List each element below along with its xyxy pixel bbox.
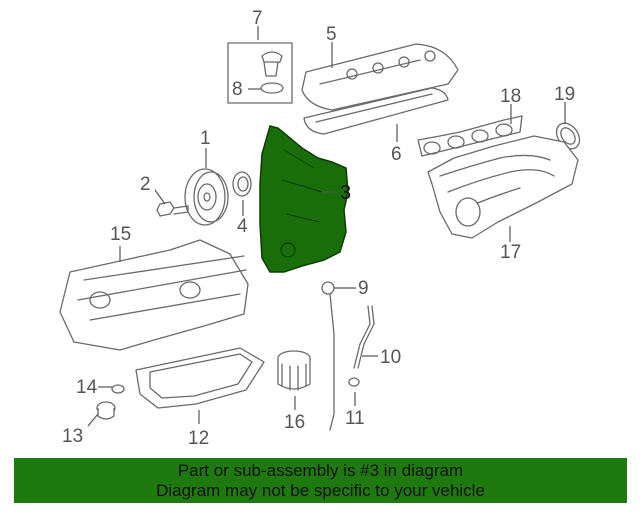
part-18-intake-gasket[interactable] [417,115,523,157]
callout-14: 14 [76,377,98,398]
part-15-engine-block[interactable] [59,239,249,351]
part-14-drain-washer[interactable] [111,384,125,394]
parts-diagram: 7 8 5 6 18 19 1 2 4 3 15 9 10 11 14 13 1… [59,8,581,449]
callout-10: 10 [380,347,401,368]
callout-18: 18 [500,86,521,107]
callout-3: 3 [340,182,351,204]
part-16-oil-filter[interactable] [277,350,311,391]
callout-16: 16 [284,412,305,433]
callout-2: 2 [140,174,151,195]
part-13-drain-plug[interactable] [96,401,116,420]
part-1-crankshaft-pulley[interactable] [184,168,229,226]
callout-12: 12 [188,428,209,449]
part-5-valve-cover[interactable] [301,43,459,111]
part-2-pulley-bolt[interactable] [156,201,189,217]
callout-labels: 7 8 5 6 18 19 1 2 4 3 15 9 10 11 14 13 1… [62,8,575,449]
callout-5: 5 [326,24,337,45]
callout-11: 11 [345,408,365,429]
part-12-oil-pan[interactable] [135,347,265,409]
callout-7: 7 [252,8,263,29]
callout-6: 6 [391,144,402,165]
part-17-intake-manifold[interactable] [427,135,579,239]
callout-4: 4 [237,216,248,237]
info-banner: Part or sub-assembly is #3 in diagram Di… [14,458,627,503]
callout-17: 17 [500,242,521,263]
callout-19: 19 [554,84,575,105]
callout-1: 1 [200,128,211,149]
part-10-dipstick-tube[interactable] [353,305,375,369]
callout-9: 9 [358,278,369,299]
callout-13: 13 [62,426,83,447]
leader-lines [87,26,566,427]
part-11-dipstick-o-ring[interactable] [348,377,360,387]
callout-15: 15 [110,224,131,245]
part-6-valve-cover-gasket[interactable] [303,87,449,135]
callout-8: 8 [232,79,243,100]
banner-line-1: Part or sub-assembly is #3 in diagram [177,461,464,480]
banner-line-2: Diagram may not be specific to your vehi… [156,481,485,500]
part-3-timing-cover[interactable] [259,125,349,273]
part-7-oil-filler-cap[interactable] [227,42,293,104]
part-4-front-seal[interactable] [232,171,252,197]
part-9-dipstick[interactable] [321,281,335,431]
